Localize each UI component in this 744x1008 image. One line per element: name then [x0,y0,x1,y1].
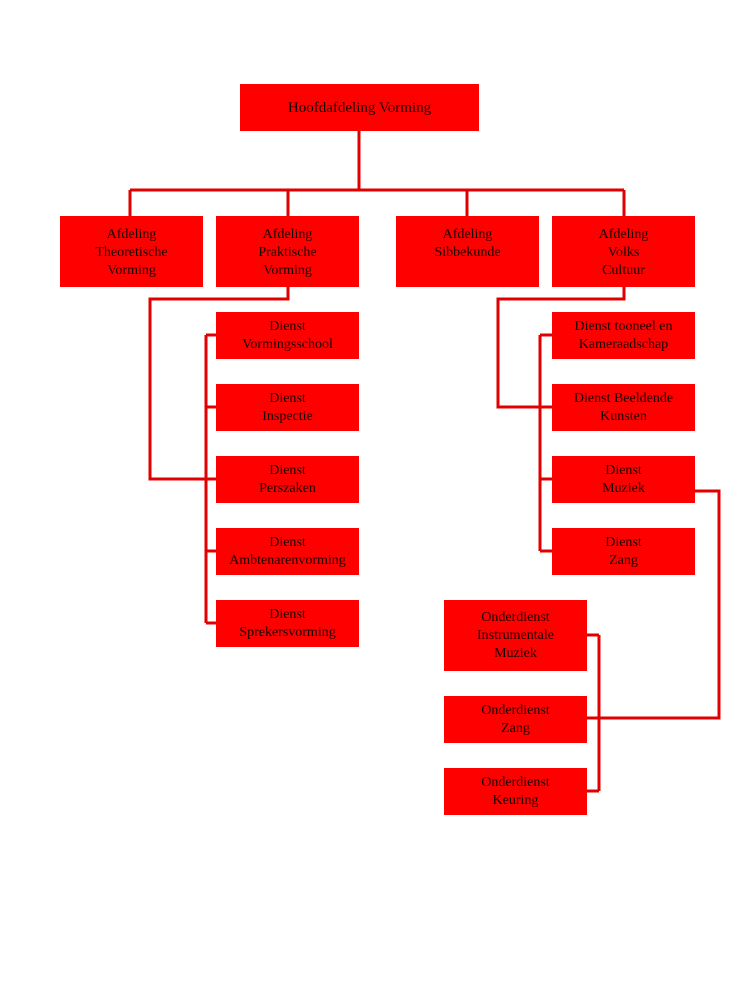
box-afdeling-sibbekunde: Afdeling Sibbekunde [396,216,539,287]
box-afdeling-volkscultuur: Afdeling Volks Cultuur [552,216,695,287]
box-hoofdafdeling: Hoofdafdeling Vorming [240,84,479,131]
box-afdeling-theoretische: Afdeling Theoretische Vorming [60,216,203,287]
box-dienst-muziek: Dienst Muziek [552,456,695,503]
box-dienst-beeldende-kunsten: Dienst Beeldende Kunsten [552,384,695,431]
box-dienst-zang: Dienst Zang [552,528,695,575]
box-onderdienst-keuring: Onderdienst Keuring [444,768,587,815]
box-dienst-inspectie: Dienst Inspectie [216,384,359,431]
box-dienst-vormingsschool: Dienst Vormingsschool [216,312,359,359]
connector-volkscultuur-branch [496,287,626,409]
box-dienst-ambtenarenvorming: Dienst Ambtenarenvorming [216,528,359,575]
box-dienst-tooneel: Dienst tooneel en Kameraadschap [552,312,695,359]
box-dienst-sprekersvorming: Dienst Sprekersvorming [216,600,359,647]
box-afdeling-praktische: Afdeling Praktische Vorming [216,216,359,287]
box-onderdienst-zang: Onderdienst Zang [444,696,587,743]
connector-praktische-branch [148,287,290,481]
connector-muziek-branch [586,489,721,720]
box-dienst-perszaken: Dienst Perszaken [216,456,359,503]
box-onderdienst-instrumentale-muziek: Onderdienst Instrumentale Muziek [444,600,587,671]
